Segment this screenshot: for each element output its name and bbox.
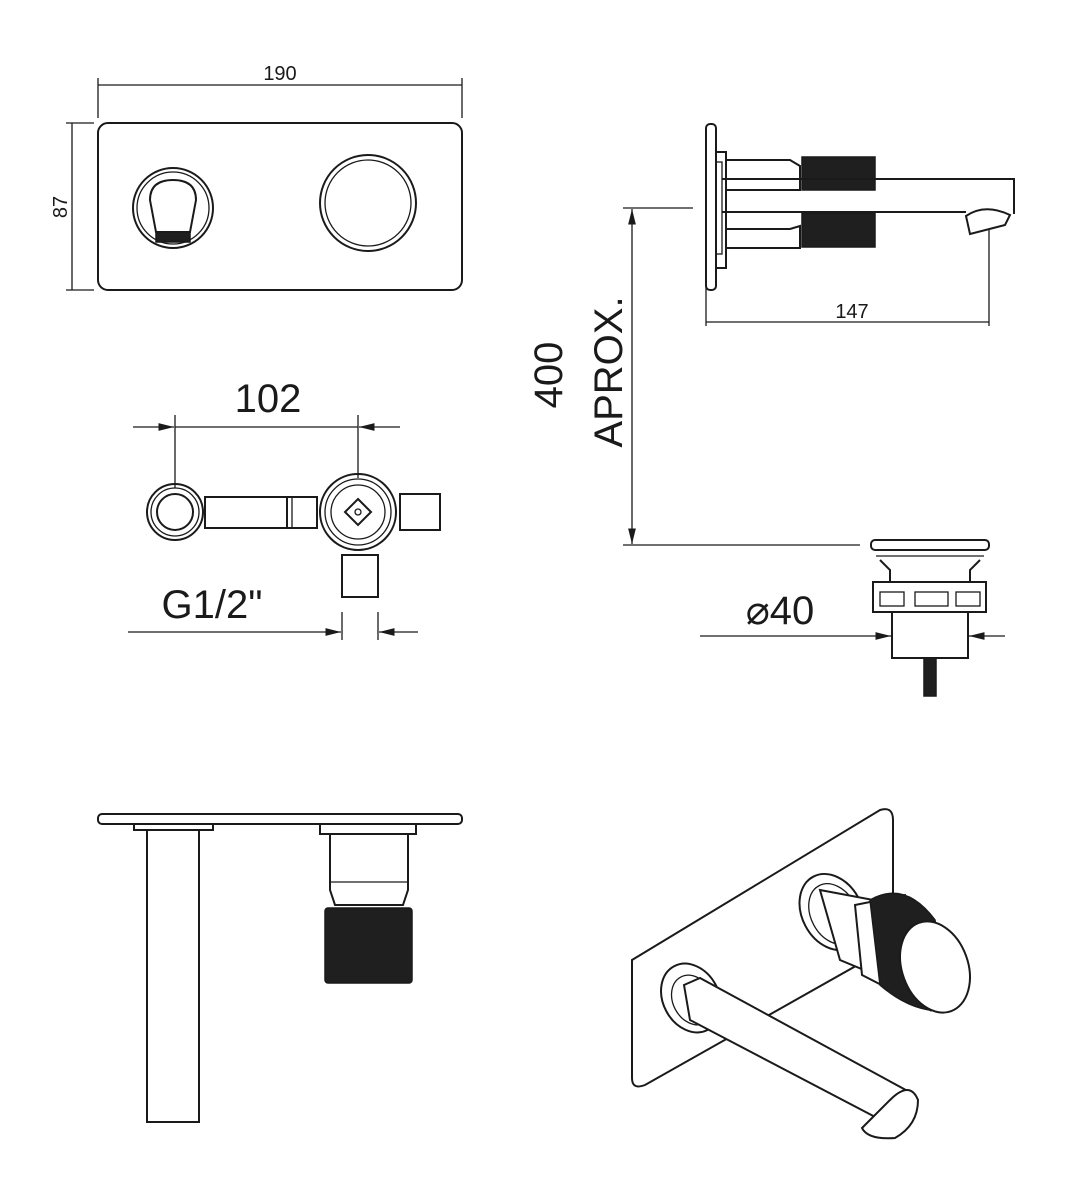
dimension-approx-note: APROX. (587, 296, 631, 447)
drain-nut (872, 581, 987, 613)
front-view: 190 87 (50, 63, 463, 291)
cover-plate (97, 122, 463, 291)
iso-spout (682, 976, 917, 1132)
elevation-knurled-handle (324, 907, 413, 984)
dimension-spout-height: 400 (527, 342, 571, 409)
dimension-drain-diameter: ⌀40 (746, 589, 815, 633)
spout-outlet-shape (148, 178, 198, 233)
dimension-thread: G1/2" (162, 583, 263, 627)
inlet-fitting (341, 554, 379, 598)
elevation-plate (97, 813, 463, 825)
dimension-spout-reach: 147 (835, 301, 868, 323)
knurled-handle-bottom (801, 212, 876, 248)
elevation-valve-body (329, 833, 409, 906)
knurled-handle-top (801, 156, 876, 191)
dimension-inlet-spacing: 102 (235, 377, 302, 421)
drain-body (891, 611, 969, 659)
outlet-fitting (146, 483, 204, 541)
spout-body (722, 178, 1015, 214)
spout-aerator (964, 208, 1012, 236)
valve-body (319, 473, 397, 551)
elevation-spout (146, 829, 200, 1123)
iso-handle-face (899, 920, 971, 1014)
dimension-plate-width: 190 (263, 63, 296, 85)
spout-outlet-knurl (155, 231, 191, 243)
iso-spout-tip (860, 1089, 920, 1140)
drain-rod (923, 657, 937, 697)
valve-top-view: 102 G1/2" (128, 377, 441, 640)
elevation-view (97, 813, 463, 1123)
drain-cap (870, 539, 990, 551)
dimension-plate-height: 87 (50, 196, 72, 218)
side-view: 147 400 APROX. (527, 123, 1015, 546)
side-plate (705, 123, 717, 291)
handle-knob (319, 154, 417, 252)
spout-outlet (132, 167, 214, 249)
drain-view: ⌀40 (700, 539, 1005, 697)
valve-stem (343, 497, 373, 527)
isometric-view (631, 808, 971, 1140)
